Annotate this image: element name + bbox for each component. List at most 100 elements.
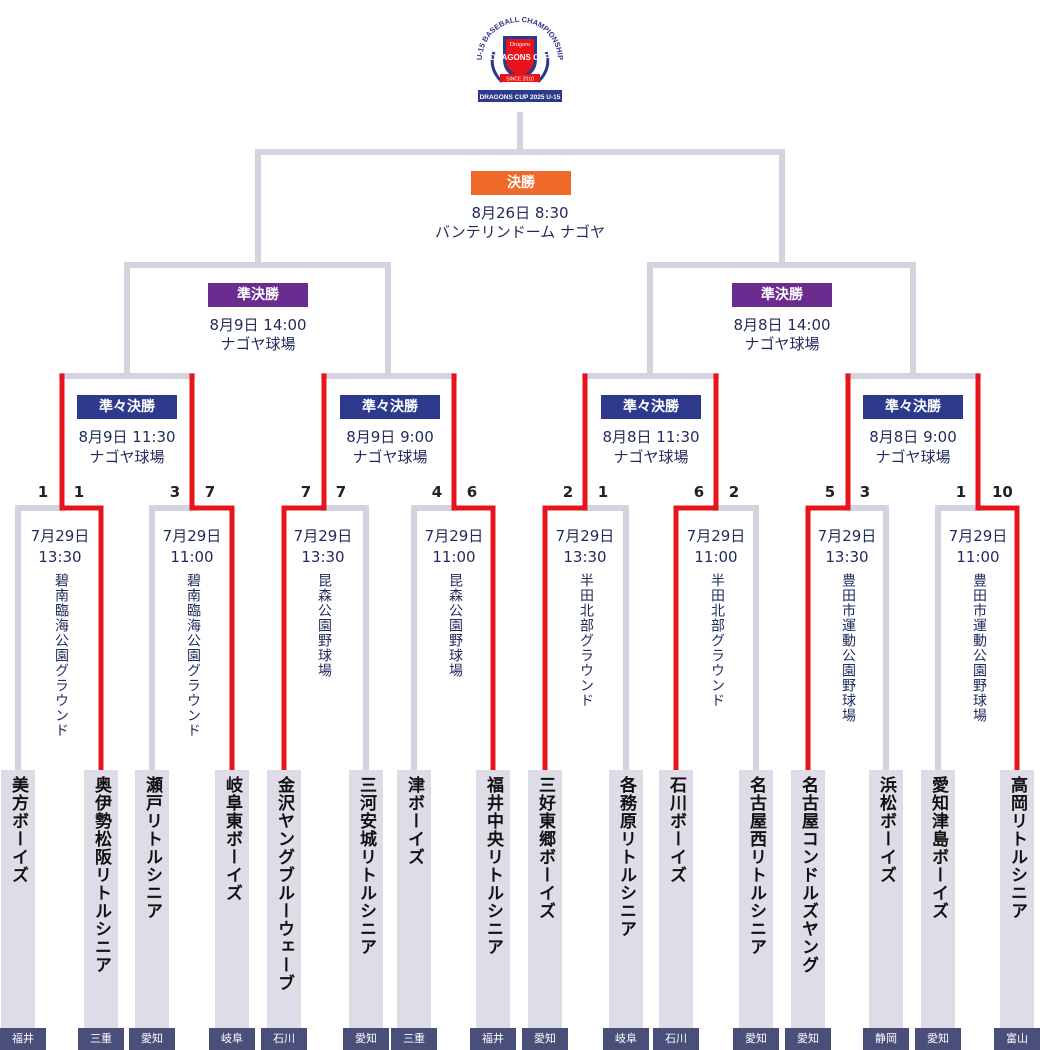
r1-4-date: 7月29日 [424, 527, 484, 545]
pref-label-15: 愛知 [915, 1028, 961, 1050]
final-venue: バンテリンドーム ナゴヤ [434, 223, 606, 241]
team-name-5: 金沢ヤングブルーウェーブ [274, 776, 294, 992]
r1-8-date: 7月29日 [948, 527, 1008, 545]
r1-7-time: 13:30 [825, 548, 869, 566]
r1-3-date: 7月29日 [293, 527, 353, 545]
pref-label-7: 三重 [391, 1028, 437, 1050]
qf-date-3: 8月8日 11:30 [602, 428, 700, 446]
r1-8-time: 11:00 [956, 548, 1000, 566]
pref-label-11: 石川 [653, 1028, 699, 1050]
r1-4-venue: 昆森公園野球場 [447, 573, 463, 678]
logo-main-text: DRAGONS CUP [490, 53, 551, 62]
bracket-line-semi-right [647, 262, 916, 379]
score-r1-3-right: 7 [335, 483, 347, 501]
qf-date-4: 8月8日 9:00 [869, 428, 957, 446]
qf-badge-1: 準々決勝 [77, 395, 177, 419]
team-name-6: 三河安城リトルシニア [356, 776, 376, 956]
team-column-14: 浜松ボーイズ [869, 770, 903, 1050]
score-r1-5-left: 2 [562, 483, 574, 501]
team-column-4: 岐阜東ボーイズ [215, 770, 249, 1050]
semi-venue-left: ナゴヤ球場 [220, 335, 296, 353]
bracket-line-r1-8-left [935, 505, 981, 773]
team-column-9: 三好東郷ボーイズ [528, 770, 562, 1050]
final-badge: 決勝 [471, 171, 571, 195]
score-r1-2-left: 3 [169, 483, 181, 501]
r1-4-time: 11:00 [432, 548, 476, 566]
qf-date-1: 8月9日 11:30 [78, 428, 176, 446]
team-column-1: 美方ボーイズ [1, 770, 35, 1050]
team-column-3: 瀬戸リトルシニア [135, 770, 169, 1050]
score-r1-7-right: 3 [859, 483, 871, 501]
team-name-15: 愛知津島ボーイズ [928, 776, 948, 920]
pref-label-13: 愛知 [785, 1028, 831, 1050]
team-column-13: 名古屋コンドルズヤング [791, 770, 825, 1050]
team-name-11: 石川ボーイズ [666, 776, 686, 884]
bracket-line-r1-6-right [713, 505, 759, 773]
team-name-14: 浜松ボーイズ [876, 776, 896, 884]
score-r1-4-left: 4 [431, 483, 443, 501]
score-r1-1-right: 1 [73, 483, 85, 501]
r1-5-date: 7月29日 [555, 527, 615, 545]
pref-label-14: 静岡 [863, 1028, 909, 1050]
pref-label-16: 富山 [994, 1028, 1040, 1050]
score-r1-6-left: 6 [693, 483, 705, 501]
r1-5-time: 13:30 [563, 548, 607, 566]
team-column-5: 金沢ヤングブルーウェーブ [267, 770, 301, 1050]
score-r1-8-left: 1 [955, 483, 967, 501]
dragons-cup-logo: U-15 BASEBALL CHAMPIONSHIP Dragons DRAGO… [470, 8, 570, 104]
r1-2-venue: 碧南臨海公園グラウンド [185, 573, 201, 738]
qf-venue-3: ナゴヤ球場 [613, 448, 689, 466]
logo-top-text: Dragons [508, 42, 531, 48]
score-r1-1-left: 1 [37, 483, 49, 501]
qf-venue-4: ナゴヤ球場 [875, 448, 951, 466]
team-name-8: 福井中央リトルシニア [483, 776, 503, 956]
pref-label-6: 愛知 [343, 1028, 389, 1050]
r1-6-time: 11:00 [694, 548, 738, 566]
score-r1-2-right: 7 [204, 483, 216, 501]
logo-banner-text: DRAGONS CUP 2025 U-15 [480, 94, 561, 101]
r1-3-venue: 昆森公園野球場 [316, 573, 332, 678]
semi-date-right: 8月8日 14:00 [733, 316, 831, 334]
pref-label-2: 三重 [78, 1028, 124, 1050]
qf-badge-3: 準々決勝 [601, 395, 701, 419]
win-line-r1-5 [542, 373, 588, 773]
pref-label-3: 愛知 [129, 1028, 175, 1050]
r1-2-time: 11:00 [170, 548, 214, 566]
bracket-line-r1-5-right [582, 505, 629, 773]
semi-venue-right: ナゴヤ球場 [744, 335, 820, 353]
pref-label-12: 愛知 [733, 1028, 779, 1050]
team-column-16: 高岡リトルシニア [1000, 770, 1034, 1050]
bracket-line-r1-3-right [321, 505, 369, 773]
r1-8-venue: 豊田市運動公園野球場 [971, 573, 987, 723]
final-date: 8月26日 8:30 [471, 204, 569, 222]
score-r1-3-left: 7 [300, 483, 312, 501]
bracket-line-final [255, 149, 785, 268]
logo-since-text: SINCE 2010 [506, 77, 534, 83]
score-r1-5-right: 1 [597, 483, 609, 501]
r1-2-date: 7月29日 [162, 527, 222, 545]
win-line-r1-2 [189, 373, 235, 773]
team-name-9: 三好東郷ボーイズ [535, 776, 555, 920]
team-name-12: 名古屋西リトルシニア [746, 776, 766, 956]
bracket-line-semi-left [124, 262, 391, 379]
bracket-line-r1-4-left [411, 505, 457, 773]
bracket-line-r1-7-right [845, 505, 889, 773]
pref-label-9: 愛知 [522, 1028, 568, 1050]
team-column-8: 福井中央リトルシニア [476, 770, 510, 1050]
r1-3-time: 13:30 [301, 548, 345, 566]
team-name-3: 瀬戸リトルシニア [142, 776, 162, 920]
semi-badge-right: 準決勝 [732, 283, 832, 307]
semi-badge-left: 準決勝 [208, 283, 308, 307]
team-name-13: 名古屋コンドルズヤング [798, 776, 818, 974]
team-name-1: 美方ボーイズ [8, 776, 28, 884]
qf-date-2: 8月9日 9:00 [346, 428, 434, 446]
logo-emblem-icon: U-15 BASEBALL CHAMPIONSHIP Dragons DRAGO… [475, 15, 565, 102]
r1-1-time: 13:30 [38, 548, 82, 566]
r1-5-venue: 半田北部グラウンド [578, 573, 594, 708]
r1-1-date: 7月29日 [30, 527, 90, 545]
r1-7-date: 7月29日 [817, 527, 877, 545]
pref-label-1: 福井 [0, 1028, 46, 1050]
team-column-11: 石川ボーイズ [659, 770, 693, 1050]
team-name-7: 津ボーイズ [404, 776, 424, 866]
